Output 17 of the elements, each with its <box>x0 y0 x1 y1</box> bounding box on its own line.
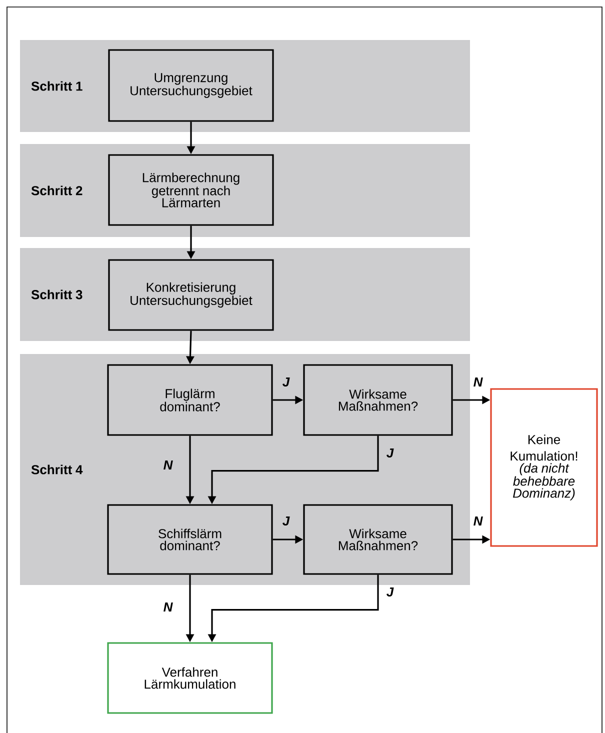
process-box: Wirksame Maßnahmen? <box>303 504 453 575</box>
process-box: Umgrenzung Untersuchungsgebiet <box>108 49 274 122</box>
result-box: Keine Kumulation! (da nicht behebbare Dominanz) <box>490 388 598 547</box>
edge-label: N <box>474 378 483 386</box>
edge-label: J <box>386 448 394 458</box>
process-box: Fluglärm dominant? <box>107 364 273 436</box>
edge-label: N <box>164 460 173 470</box>
process-box: Konkretisierung Untersuchungsgebiet <box>108 259 274 331</box>
edge-label: J <box>386 587 394 597</box>
edge-label: N <box>164 602 173 612</box>
result-box: Verfahren Lärmkumulation <box>107 642 273 714</box>
process-box: Schiffslärm dominant? <box>107 504 273 575</box>
process-box: Lärmberechnung getrennt nach Lärmarten <box>108 154 274 226</box>
process-box: Wirksame Maßnahmen? <box>303 364 453 436</box>
edge-label: J <box>282 516 290 526</box>
edge-label: J <box>282 377 290 387</box>
edge-label: N <box>474 516 483 526</box>
